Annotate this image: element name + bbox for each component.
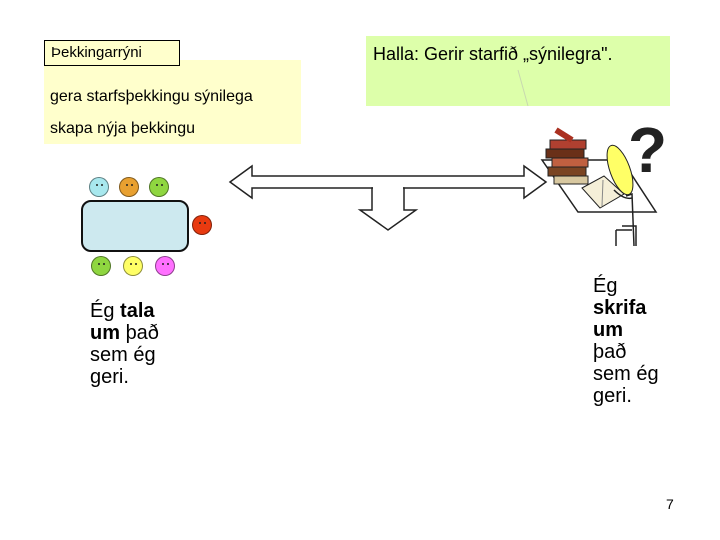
left-word-um: um	[90, 322, 120, 344]
right-line-thad: það	[593, 341, 627, 363]
question-mark-icon: ?	[628, 114, 668, 186]
left-statement: Ég tala um það sem ég geri.	[90, 300, 159, 388]
left-line-sem-eg: sem ég	[90, 344, 156, 366]
double-arrow-icon	[228, 164, 548, 231]
topic-heading: Þekkingarrýni	[44, 40, 180, 66]
meeting-table	[81, 200, 189, 252]
page-number: 7	[666, 496, 674, 512]
left-word-thad: það	[125, 322, 159, 344]
right-line-eg: Ég	[593, 275, 618, 297]
face-yellow-icon	[123, 256, 143, 276]
face-pink-icon	[155, 256, 175, 276]
face-orange-icon	[119, 177, 139, 197]
left-word-tala: tala	[120, 300, 155, 322]
right-line-skrifa: skrifa	[593, 297, 647, 319]
face-red-icon	[192, 215, 212, 235]
right-line-sem-eg: sem ég	[593, 363, 659, 385]
topic-line-visible-knowledge: gera starfsþekkingu sýnilega	[50, 88, 253, 105]
right-line-um: um	[593, 319, 623, 341]
topic-line-new-knowledge: skapa nýja þekkingu	[50, 120, 195, 137]
face-green-icon	[149, 177, 169, 197]
left-line-geri: geri.	[90, 366, 129, 388]
left-word-eg: Ég	[90, 300, 115, 322]
topic-panel	[44, 60, 301, 144]
face-green-icon	[91, 256, 111, 276]
writing-person-icon	[540, 127, 658, 247]
face-blue-icon	[89, 177, 109, 197]
quote-text: Halla: Gerir starfið „sýnilegra".	[373, 44, 613, 64]
right-statement: Ég skrifa um það sem ég geri.	[593, 275, 659, 407]
callout-fold-lines	[517, 69, 529, 106]
right-line-geri: geri.	[593, 385, 632, 407]
